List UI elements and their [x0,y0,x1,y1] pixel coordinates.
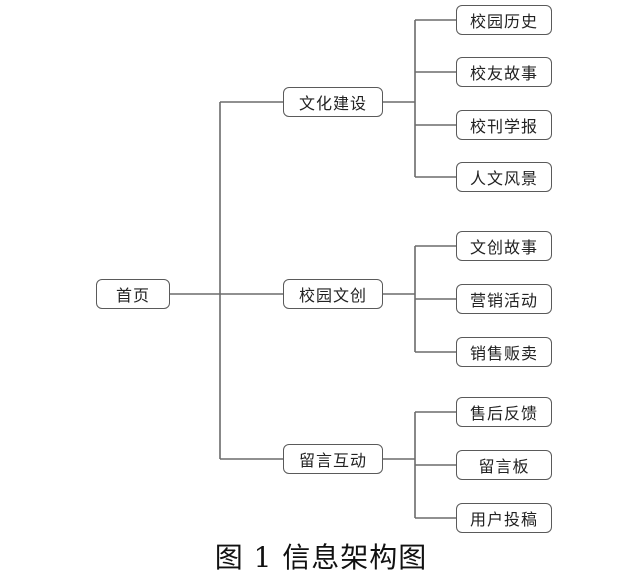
branch-node-interaction: 留言互动 [283,444,383,474]
leaf-node-creative-stories: 文创故事 [456,231,552,261]
root-node: 首页 [96,279,170,309]
leaf-node-sales: 销售贩卖 [456,337,552,367]
leaf-node-user-submissions: 用户投稿 [456,503,552,533]
leaf-node-marketing-events: 营销活动 [456,284,552,314]
leaf-node-message-board: 留言板 [456,450,552,480]
branch-node-culture: 文化建设 [283,87,383,117]
figure-caption: 图 1 信息架构图 [214,541,428,574]
leaf-node-after-sales-feedback: 售后反馈 [456,397,552,427]
leaf-node-campus-history: 校园历史 [456,5,552,35]
branch-node-creative: 校园文创 [283,279,383,309]
leaf-node-school-journal: 校刊学报 [456,110,552,140]
leaf-node-alumni-stories: 校友故事 [456,57,552,87]
leaf-node-humanities-scenery: 人文风景 [456,162,552,192]
